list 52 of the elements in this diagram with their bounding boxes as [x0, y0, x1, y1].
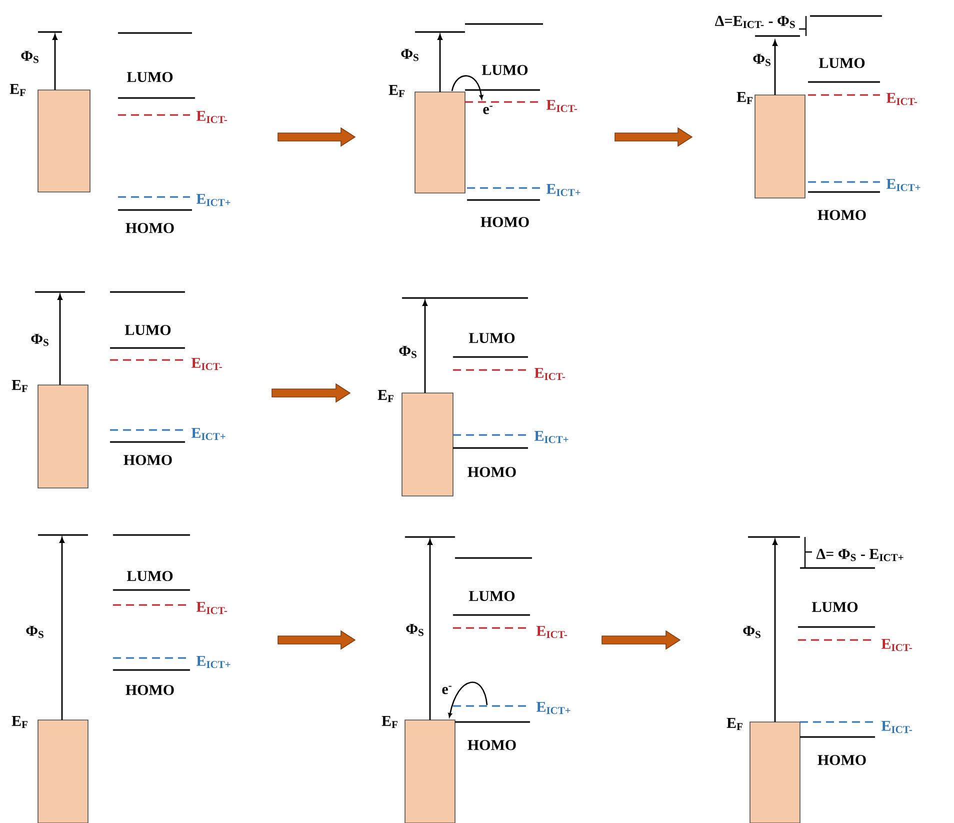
homo-label: HOMO: [480, 216, 529, 228]
fermi-level-label: E$_{F}$: [10, 84, 26, 96]
ict-level-label: E$_{ICT-}$: [536, 626, 568, 638]
lumo-label: LUMO: [812, 602, 858, 612]
electron-label: e$^{-}$: [442, 686, 452, 694]
lumo-label: LUMO: [124, 324, 171, 336]
ict-level-label: E$_{ICT+}$: [196, 656, 230, 668]
ict-level-label: E$_{ICT-}$: [534, 368, 566, 380]
ict-level-label: E$_{ICT+}$: [534, 430, 568, 444]
homo-label: HOMO: [818, 210, 866, 220]
ict-level-label: E$_{ICT-}$: [886, 92, 918, 106]
ict-level-label: E$_{ICT+}$: [886, 178, 920, 192]
ict-level-label: E$_{ICT-}$: [546, 100, 578, 112]
ict-level-label: E$_{ICT-}$: [196, 602, 228, 614]
fermi-level-label: E$_{F}$: [726, 718, 742, 730]
homo-label: HOMO: [126, 222, 174, 234]
ict-level-label: E$_{ICT+}$: [546, 184, 580, 196]
lumo-label: LUMO: [468, 590, 515, 602]
ict-level-label: E$_{ICT-}$: [881, 720, 912, 734]
fermi-level-label: E$_{F}$: [12, 716, 28, 728]
homo-label: HOMO: [126, 684, 174, 696]
work-function-label: Φ$_{S}$: [31, 334, 48, 346]
work-function-label: Φ$_{S}$: [753, 54, 770, 66]
homo-label: HOMO: [468, 466, 516, 478]
offset-label: Δ=E$_{ICT-}$ - Φ$_{S}$: [715, 16, 795, 28]
fermi-level-label: E$_{F}$: [378, 390, 394, 402]
offset-label: Δ= Φ$_{S}$ - E$_{ICT+}$: [816, 548, 904, 562]
lumo-label: LUMO: [818, 58, 865, 68]
electron-label: e$^{-}$: [483, 106, 492, 114]
ict-level-label: E$_{ICT-}$: [881, 638, 912, 652]
fermi-level-label: E$_{F}$: [382, 716, 398, 728]
lumo-label: LUMO: [482, 64, 528, 76]
ict-level-label: E$_{ICT-}$: [191, 358, 222, 370]
work-function-label: Φ$_{S}$: [406, 624, 424, 636]
fermi-level-label: E$_{F}$: [12, 380, 28, 392]
ict-level-label: E$_{ICT+}$: [196, 194, 230, 206]
ict-level-label: E$_{ICT+}$: [191, 428, 226, 440]
work-function-label: Φ$_{S}$: [21, 50, 38, 64]
homo-label: HOMO: [818, 754, 866, 766]
work-function-label: Φ$_{S}$: [26, 626, 44, 638]
ict-level-label: E$_{ICT-}$: [196, 110, 228, 124]
ict-level-label: E$_{ICT+}$: [536, 702, 570, 714]
work-function-label: Φ$_{S}$: [399, 346, 416, 358]
lumo-label: LUMO: [126, 570, 173, 582]
work-function-label: Φ$_{S}$: [401, 48, 418, 62]
lumo-label: LUMO: [126, 72, 173, 82]
homo-label: HOMO: [468, 740, 516, 750]
fermi-level-label: E$_{F}$: [388, 85, 404, 97]
homo-label: HOMO: [124, 454, 172, 466]
fermi-level-label: E$_{F}$: [736, 92, 752, 104]
lumo-label: LUMO: [468, 332, 515, 344]
work-function-label: Φ$_{S}$: [743, 626, 760, 638]
